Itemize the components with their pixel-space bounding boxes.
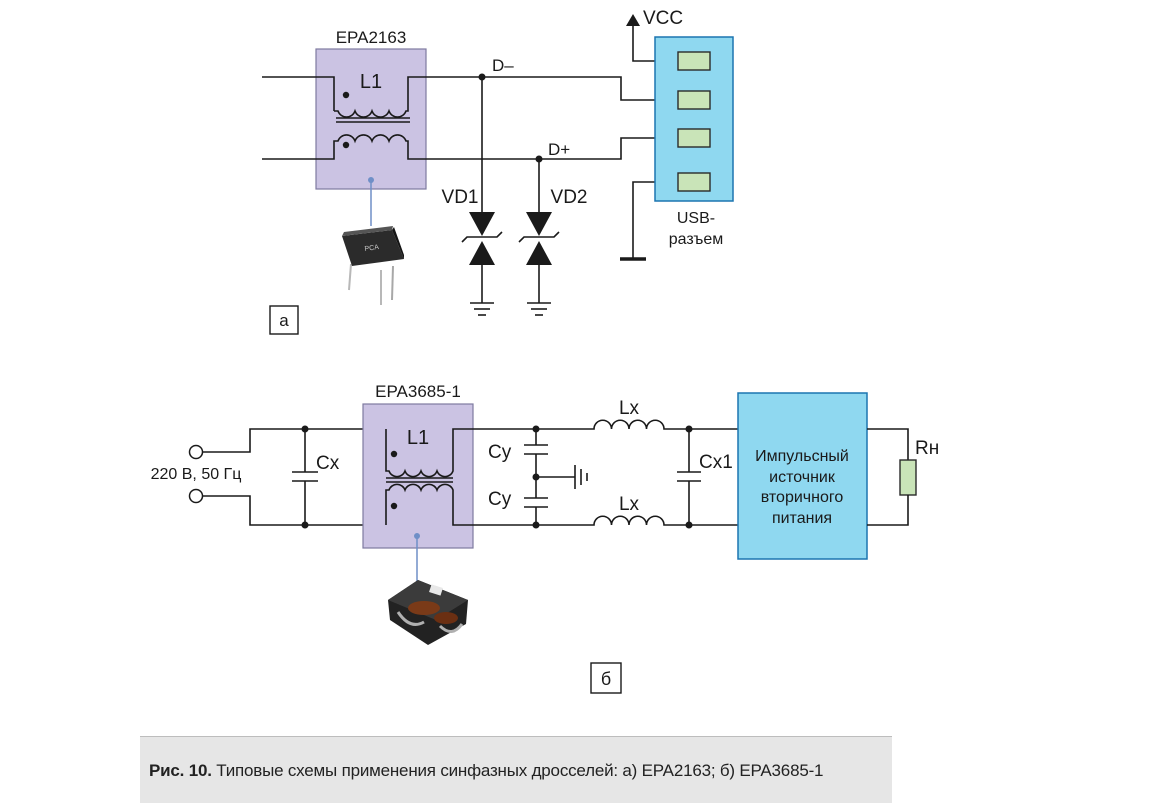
inductor-lx-bottom <box>518 515 738 526</box>
usb-pin-vcc <box>677 51 711 71</box>
capacitor-cx1 <box>677 425 701 529</box>
capacitor-cy-top-label: Cy <box>488 442 512 463</box>
capacitor-cx1-label: Cx1 <box>699 452 733 473</box>
diagram-b: 220 В, 50 Гц Cx EPA3685-1 L1 <box>151 382 939 694</box>
figure-caption-box: Рис. 10. Типовые схемы применения синфаз… <box>140 736 892 803</box>
input-voltage-label: 220 В, 50 Гц <box>151 466 242 483</box>
inductor-l1-b-label: L1 <box>407 427 429 449</box>
figure-caption: Рис. 10. Типовые схемы применения синфаз… <box>149 761 823 781</box>
usb-pin-dplus <box>677 128 711 148</box>
net-dplus-label: D+ <box>548 140 570 159</box>
inductor-lx-top-label: Lx <box>619 398 640 419</box>
load-resistor <box>867 428 917 526</box>
chip-epa2163 <box>315 48 427 190</box>
net-dminus-label: D– <box>492 56 514 75</box>
diagram-a: EPA2163 L1 PCA D– D+ <box>262 8 734 335</box>
usb-pin-gnd <box>677 172 711 192</box>
ground-icon <box>527 302 551 316</box>
psu-label-line4: питания <box>772 510 832 527</box>
capacitor-cy-bottom-label: Cy <box>488 489 512 510</box>
vcc-label: VCC <box>643 8 683 29</box>
common-mode-choke-a <box>262 76 540 160</box>
inductor-lx-bottom-label: Lx <box>619 494 640 515</box>
tvs-diode-vd2 <box>518 159 560 303</box>
capacitor-cy-pair <box>524 425 588 529</box>
panel-b-box <box>590 662 622 694</box>
epa2163-component-photo: PCA <box>342 226 404 305</box>
tvs-diode-vd1 <box>461 77 503 303</box>
inductor-l1-label: L1 <box>360 71 382 93</box>
usb-label-line1: USB- <box>677 210 715 227</box>
load-resistor-label: Rн <box>915 438 939 459</box>
diode-vd2-label: VD2 <box>551 187 588 208</box>
chip-epa3685-label: EPA3685-1 <box>375 382 461 401</box>
panel-a-label: а <box>279 311 289 330</box>
epa3685-component-photo <box>388 580 468 645</box>
figure-caption-text: Типовые схемы применения синфазных дросс… <box>211 761 824 780</box>
svg-text:PCA: PCA <box>364 244 380 253</box>
capacitor-cx <box>292 425 318 529</box>
usb-label-line2: разъем <box>669 231 724 248</box>
panel-a-box <box>269 305 299 335</box>
figure-number: Рис. 10. <box>149 761 212 780</box>
switching-power-supply <box>737 392 868 560</box>
common-mode-choke-b <box>385 428 518 526</box>
ground-icon <box>470 302 494 316</box>
chip-epa2163-label: EPA2163 <box>336 28 407 47</box>
psu-label-line3: вторичного <box>761 489 844 506</box>
diode-vd1-label: VD1 <box>442 187 479 208</box>
input-terminal-top <box>188 444 204 460</box>
panel-b-label: б <box>601 669 611 689</box>
usb-pin-dminus <box>677 90 711 110</box>
inductor-lx-top <box>518 419 738 430</box>
psu-label-line1: Импульсный <box>755 448 849 465</box>
input-terminal-bottom <box>188 488 204 504</box>
psu-label-line2: источник <box>769 469 836 486</box>
capacitor-cx-label: Cx <box>316 453 340 474</box>
